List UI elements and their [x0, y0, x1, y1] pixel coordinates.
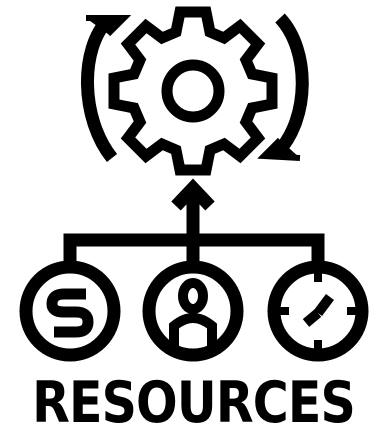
person-icon — [142, 260, 244, 362]
arrow-up-icon — [171, 178, 215, 262]
gear-icon — [108, 6, 278, 176]
refresh-arrows-icon — [81, 13, 309, 163]
dollar-icon — [19, 260, 121, 362]
resources-caption: RESOURCES — [32, 370, 356, 436]
clock-icon — [267, 260, 369, 362]
connector-lines — [63, 233, 325, 268]
